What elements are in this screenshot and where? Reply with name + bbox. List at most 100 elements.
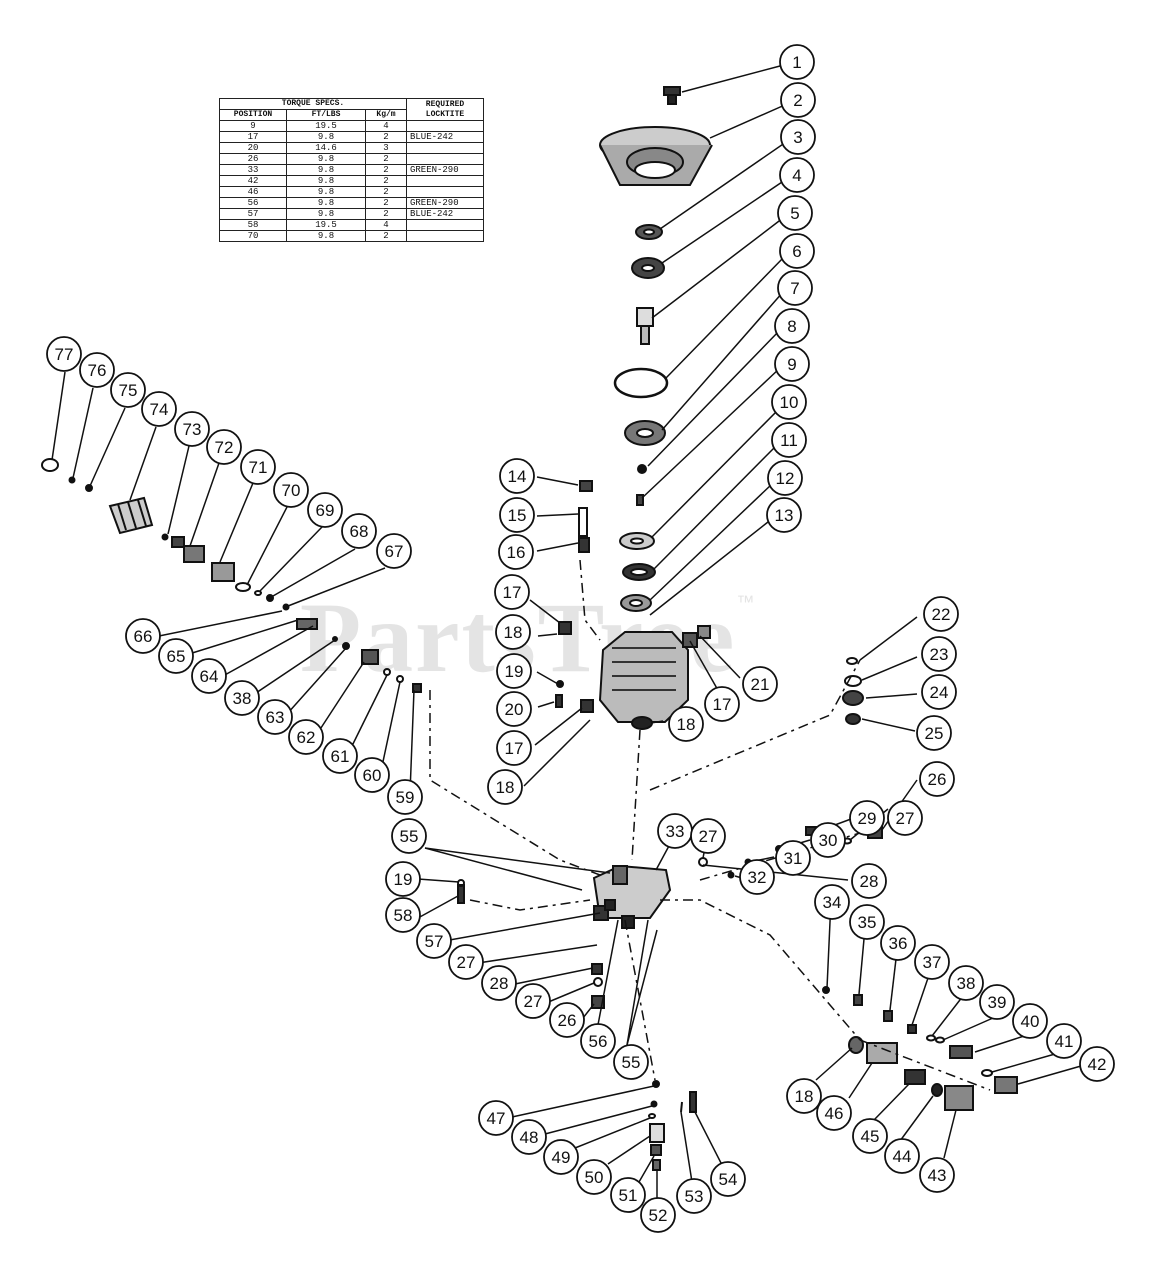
position-cell: 70: [219, 230, 287, 242]
callout-number: 44: [893, 1147, 912, 1166]
position-cell: 58: [219, 219, 287, 231]
callout-circle: [742, 666, 778, 702]
position-cell: 20: [219, 142, 287, 154]
loctite-cell: [406, 153, 484, 165]
callout-12: 12: [767, 460, 803, 496]
callout-27: 27: [887, 800, 923, 836]
callout-circle: [690, 818, 726, 854]
callout-number: 50: [585, 1168, 604, 1187]
callout-circle: [979, 984, 1015, 1020]
callout-number: 17: [505, 739, 524, 758]
callout-46: 46: [816, 1095, 852, 1131]
table-group-header: TORQUE SPECS.: [219, 98, 407, 110]
callout-14: 14: [499, 458, 535, 494]
callout-circle: [224, 680, 260, 716]
callout-63: 63: [257, 699, 293, 735]
callout-number: 39: [988, 993, 1007, 1012]
position-cell: 26: [219, 153, 287, 165]
callout-circle: [887, 800, 923, 836]
callout-number: 38: [233, 689, 252, 708]
callout-number: 41: [1055, 1032, 1074, 1051]
callout-circle: [610, 1177, 646, 1213]
callout-number: 6: [792, 242, 801, 261]
callout-circle: [771, 422, 807, 458]
callout-circle: [240, 449, 276, 485]
callout-circle: [739, 859, 775, 895]
kgm-header: Kg/m: [365, 109, 407, 121]
callout-circle: [257, 699, 293, 735]
callout-44: 44: [884, 1138, 920, 1174]
callout-64: 64: [191, 658, 227, 694]
ftlbs-cell: 19.5: [286, 219, 366, 231]
callout-circle: [322, 738, 358, 774]
callout-18: 18: [495, 614, 531, 650]
callout-35: 35: [849, 904, 885, 940]
callout-circle: [948, 965, 984, 1001]
callout-25: 25: [916, 715, 952, 751]
callout-51: 51: [610, 1177, 646, 1213]
callout-67: 67: [376, 533, 412, 569]
callout-27: 27: [515, 983, 551, 1019]
ftlbs-header: FT/LBS: [286, 109, 366, 121]
callout-circle: [810, 822, 846, 858]
loctite-cell: GREEN-290: [406, 164, 484, 176]
callout-circle: [515, 983, 551, 1019]
kgm-cell: 2: [365, 230, 407, 242]
callout-circle: [487, 769, 523, 805]
callout-77: 77: [46, 336, 82, 372]
callout-75: 75: [110, 372, 146, 408]
callout-circle: [919, 761, 955, 797]
ftlbs-cell: 9.8: [286, 131, 366, 143]
callout-65: 65: [158, 638, 194, 674]
callout-number: 64: [200, 667, 219, 686]
callout-circle: [376, 533, 412, 569]
loctite-cell: [406, 219, 484, 231]
callout-61: 61: [322, 738, 358, 774]
callout-54: 54: [710, 1161, 746, 1197]
callout-number: 5: [790, 204, 799, 223]
callout-49: 49: [543, 1139, 579, 1175]
callout-10: 10: [771, 384, 807, 420]
callout-number: 73: [183, 420, 202, 439]
callout-number: 27: [896, 809, 915, 828]
callout-45: 45: [852, 1118, 888, 1154]
callout-34: 34: [814, 884, 850, 920]
callout-circle: [766, 497, 802, 533]
callout-circle: [777, 195, 813, 231]
callout-76: 76: [79, 352, 115, 388]
position-cell: 9: [219, 120, 287, 132]
callout-circle: [273, 472, 309, 508]
ftlbs-cell: 14.6: [286, 142, 366, 154]
loctite-header: REQUIRED LOCKTITE: [406, 98, 484, 121]
callout-circle: [495, 614, 531, 650]
callout-number: 69: [316, 501, 335, 520]
callout-number: 71: [249, 458, 268, 477]
callout-number: 77: [55, 345, 74, 364]
callout-37: 37: [914, 944, 950, 980]
callout-30: 30: [810, 822, 846, 858]
loctite-cell: [406, 186, 484, 198]
callout-circle: [779, 44, 815, 80]
kgm-cell: 4: [365, 120, 407, 132]
callout-circle: [499, 458, 535, 494]
callout-circle: [849, 800, 885, 836]
callout-circle: [640, 1197, 676, 1233]
callout-number: 9: [787, 355, 796, 374]
callout-62: 62: [288, 719, 324, 755]
callout-number: 68: [350, 522, 369, 541]
callout-circle: [613, 1044, 649, 1080]
callout-circle: [916, 715, 952, 751]
ftlbs-cell: 9.8: [286, 153, 366, 165]
callout-number: 18: [504, 623, 523, 642]
callout-number: 20: [505, 700, 524, 719]
callout-6: 6: [779, 233, 815, 269]
kgm-cell: 2: [365, 197, 407, 209]
ftlbs-cell: 9.8: [286, 164, 366, 176]
